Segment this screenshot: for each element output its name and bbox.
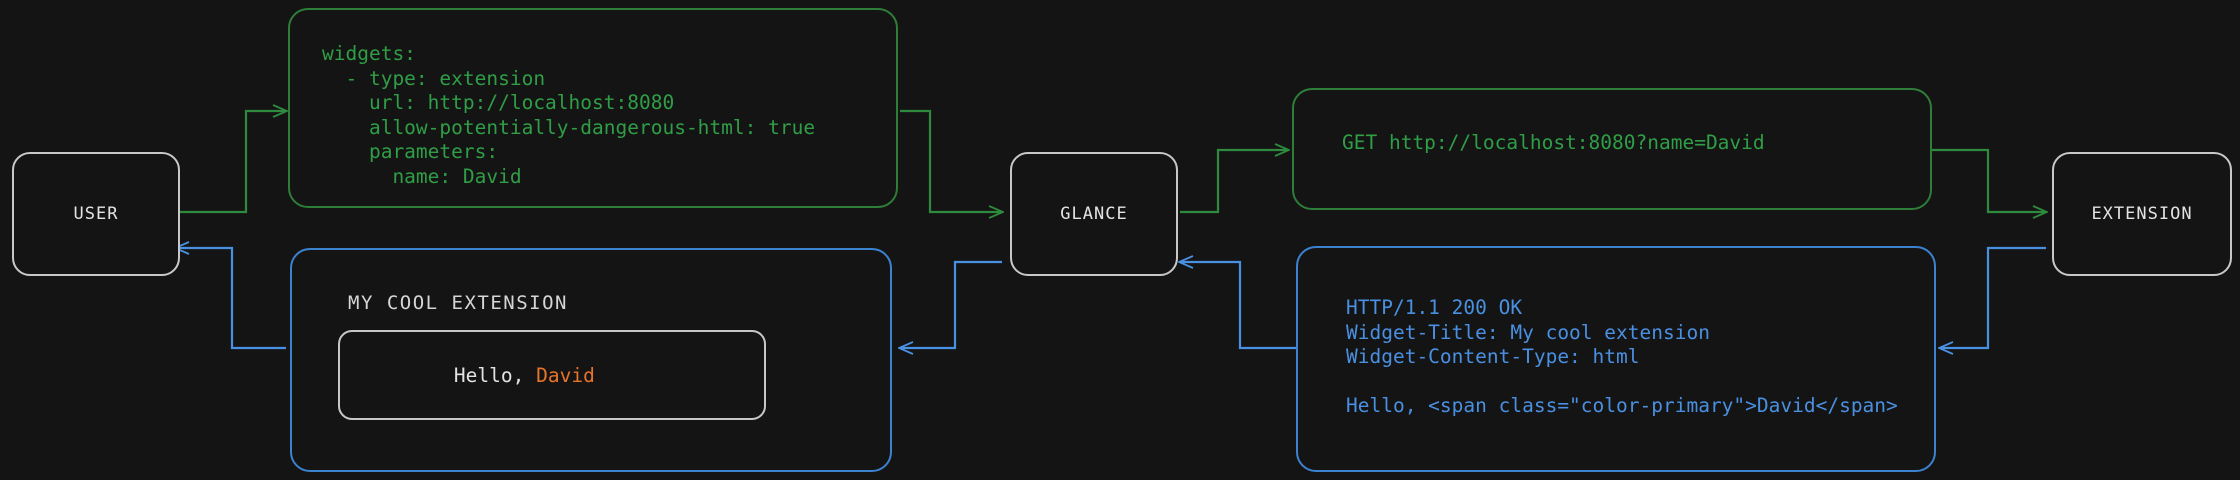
widget-box[interactable]: MY COOL EXTENSION Hello, David xyxy=(290,248,892,472)
config-box[interactable]: widgets: - type: extension url: http://l… xyxy=(288,8,898,208)
node-extension-label: EXTENSION xyxy=(2091,204,2193,224)
widget-greeting-prefix: Hello, xyxy=(453,363,537,387)
node-glance-label: GLANCE xyxy=(1060,204,1128,224)
node-glance[interactable]: GLANCE xyxy=(1010,152,1178,276)
edge-user-to-config xyxy=(176,111,286,214)
request-box-text: GET http://localhost:8080?name=David xyxy=(1342,131,1765,154)
widget-card: Hello, David xyxy=(338,330,766,420)
edge-response-to-glance xyxy=(1180,262,1300,350)
node-user[interactable]: USER xyxy=(12,152,180,276)
edge-config-to-glance xyxy=(900,109,1002,212)
edge-widget-to-user xyxy=(176,248,286,350)
config-box-text: widgets: - type: extension url: http://l… xyxy=(322,42,816,188)
node-extension[interactable]: EXTENSION xyxy=(2052,152,2232,276)
widget-greeting-name: David xyxy=(536,363,595,387)
edge-extension-to-response xyxy=(1940,246,2046,348)
node-user-label: USER xyxy=(73,204,119,224)
response-box-text: HTTP/1.1 200 OK Widget-Title: My cool ex… xyxy=(1346,296,1898,417)
edge-glance-to-request xyxy=(1180,150,1288,214)
request-box[interactable]: GET http://localhost:8080?name=David xyxy=(1292,88,1932,210)
edge-request-to-extension xyxy=(1930,148,2046,212)
widget-title: MY COOL EXTENSION xyxy=(348,292,568,314)
response-box[interactable]: HTTP/1.1 200 OK Widget-Title: My cool ex… xyxy=(1296,246,1936,472)
edge-glance-to-widget xyxy=(900,260,1002,348)
widget-greeting: Hello, David xyxy=(360,341,595,410)
